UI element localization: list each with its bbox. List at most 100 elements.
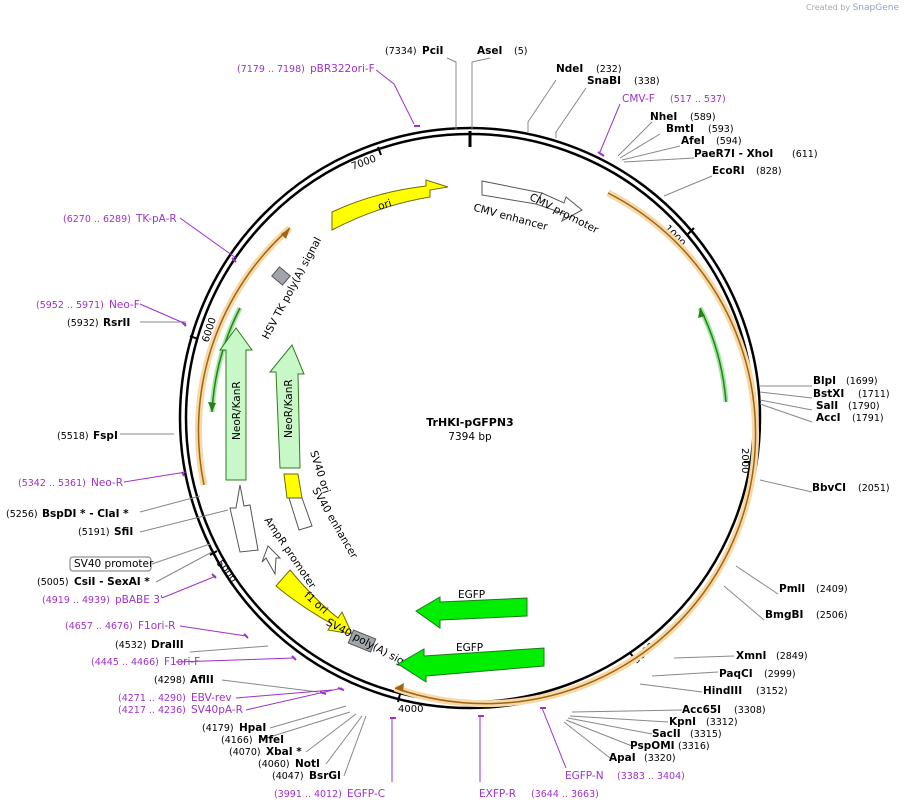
site-pos: (4047) [272,771,304,782]
sv40-ori-feature[interactable] [283,473,303,499]
site-name[interactable]: BlpI [813,375,836,387]
site-name[interactable]: Acc65I [682,704,721,716]
site-name[interactable]: AseI [477,45,502,57]
site-pos: (4298) [154,675,186,686]
site-name[interactable]: EcoRI [712,165,745,177]
site-name[interactable]: XmnI [736,650,766,662]
site-pos: (1711) [858,389,890,400]
primer-pos: (3991 .. 4012) [274,789,342,800]
egfp-top-feature[interactable] [415,596,528,629]
site-name[interactable]: BmgBI [765,609,803,621]
site-name[interactable]: NotI [295,758,320,770]
tick-5000: 5000 [214,558,238,585]
primer-name[interactable]: F1ori-R [138,620,175,632]
site-name[interactable]: PspOMI [630,740,675,752]
site-name[interactable]: PaeR7I - XhoI [694,148,773,160]
plasmid-title: TrHKI-pGFPN3 [426,416,513,429]
site-pos: (594) [716,136,742,147]
site-name[interactable]: NheI [650,111,677,123]
site-name[interactable]: BspDI * - ClaI * [42,508,129,520]
site-name[interactable]: BbvCI [812,482,846,494]
site-name[interactable]: RsrII [103,317,130,329]
primer-pos: (517 .. 537) [670,94,726,105]
site-name[interactable]: XbaI * [266,746,302,758]
site-pos: (828) [756,166,782,177]
site-name[interactable]: BstXI [813,388,844,400]
site-pos: (5) [514,46,527,57]
primer-name[interactable]: EGFP-C [347,788,385,800]
ori-feature[interactable] [331,179,449,231]
sv40-enhancer-feature[interactable] [288,497,313,531]
site-name[interactable]: CsiI - SexAI * [74,576,150,588]
sv40-polya-feature[interactable] [347,629,377,653]
site-pos: (232) [596,64,622,75]
neokan-outer-feature[interactable] [219,327,253,481]
primer-name[interactable]: EBV-rev [191,692,232,704]
ampr-feature[interactable] [229,484,259,553]
site-name[interactable]: AflII [190,674,214,686]
site-name[interactable]: BmtI [666,123,694,135]
site-pos: (1790) [848,401,880,412]
site-pos: (5518) [57,431,89,442]
site-name[interactable]: SfiI [114,526,133,538]
primer-pos: (4445 .. 4466) [91,657,159,668]
primer-name[interactable]: EGFP-N [565,770,604,782]
site-name[interactable]: SalI [816,400,838,412]
primer-name[interactable]: CMV-F [622,93,655,105]
sv40-promoter-box [69,556,152,572]
primer-name[interactable]: SV40pA-R [191,704,243,716]
primer-name[interactable]: Neo-F [109,299,140,311]
primer-pos: (5952 .. 5971) [36,300,104,311]
sv40-enhancer-label: SV40 enhancer [309,486,360,562]
site-name[interactable]: AfeI [681,135,705,147]
egfp-bottom-feature[interactable] [397,647,545,683]
site-name[interactable]: BsrGI [309,770,341,782]
cmv-promoter-feature[interactable] [535,192,583,223]
site-name[interactable]: MfeI [258,734,284,746]
sites-right: AseI (5) NdeI (232) SnaBI (338) NheI (58… [477,45,890,764]
neokan-inner-feature[interactable] [268,344,305,469]
primer-name[interactable]: Neo-R [91,477,123,489]
site-pos: (5932) [67,318,99,329]
site-name[interactable]: PciI [422,45,443,57]
site-pos: (2506) [816,610,848,621]
site-pos: (1791) [852,413,884,424]
f1-ori-feature[interactable] [275,569,353,635]
site-name[interactable]: PmlI [779,583,805,595]
primer-name[interactable]: TK-pA-R [135,213,177,225]
site-name[interactable]: HindIII [703,685,742,697]
site-pos: (3152) [756,686,788,697]
site-name[interactable]: FspI [93,430,118,442]
site-pos: (3308) [734,705,766,716]
neokan-outer-label: NeoR/KanR [231,381,243,440]
site-name[interactable]: ApaI [609,752,636,764]
hsv-tk-polya-feature[interactable] [271,266,291,286]
site-pos: (2051) [858,483,890,494]
primer-pos: (4271 .. 4290) [118,693,186,704]
site-name[interactable]: KpnI [669,716,696,728]
site-pos: (4532) [115,640,147,651]
snapgene-credit: Created by SnapGene [806,3,899,13]
site-pos: (3312) [706,717,738,728]
site-pos: (4166) [221,735,253,746]
site-name[interactable]: DraIII [151,639,184,651]
primer-name[interactable]: pBR322ori-F [310,63,375,75]
site-name[interactable]: AccI [816,412,840,424]
primer-name[interactable]: EXFP-R [479,788,516,800]
site-name[interactable]: PaqCI [719,668,753,680]
primer-name[interactable]: pBABE 3' [115,594,163,606]
site-name[interactable]: HpaI [239,722,266,734]
ampr-promoter-feature[interactable] [261,545,282,576]
site-name[interactable]: SacII [652,728,681,740]
site-pos: (1699) [846,376,878,387]
primer-name[interactable]: F1ori-F [164,656,200,668]
site-pos: (5005) [37,577,69,588]
site-pos: (2849) [776,651,808,662]
sv40-promoter-label[interactable]: SV40 promoter [74,558,154,570]
site-name[interactable]: NdeI [556,63,583,75]
site-pos: (4179) [202,723,234,734]
site-name[interactable]: SnaBI [587,75,621,87]
site-pos: (3316) [678,741,710,752]
primer-pos: (4919 .. 4939) [42,595,110,606]
sites-left: (7334) PciI (5932) RsrII (5518) FspI (52… [6,45,443,782]
